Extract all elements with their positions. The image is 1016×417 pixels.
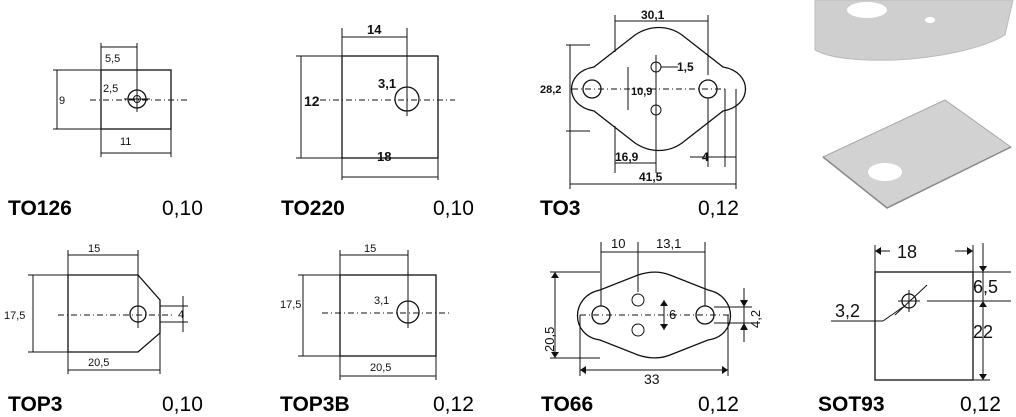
sot93-dim-top: 18	[897, 242, 917, 262]
to66-dim-center: 6	[669, 307, 676, 322]
package-name: SOT93	[818, 393, 885, 416]
to3-dim-width: 41,5	[639, 170, 663, 184]
to66-drawing: 10 13,1 20,5 6 4,2 33	[542, 236, 763, 387]
to3-dim-right: 4	[702, 150, 709, 164]
top3b-drawing: 3,1 15 17,5 20,5	[280, 243, 450, 380]
to220-dim-width: 18	[377, 149, 391, 164]
to66-dim-right: 4,2	[748, 310, 763, 328]
package-value: 0,12	[698, 197, 739, 220]
top3b-dim-width: 20,5	[370, 362, 391, 374]
to3-dim-bottom-inner: 16,9	[615, 150, 639, 164]
package-value: 0,10	[162, 393, 203, 416]
to126-dim-height: 9	[59, 95, 65, 107]
top3b-dim-top: 15	[364, 243, 376, 255]
to3-dim-small-hole: 1,5	[677, 60, 694, 74]
to3-drawing: 30,1 1,5 28,2 10,9 16,9 4 41,5	[540, 8, 747, 189]
sot93-dim-height: 22	[973, 322, 993, 342]
sot93-dim-hole: 3,2	[835, 301, 860, 321]
package-value: 0,10	[433, 197, 474, 220]
package-name: TOP3B	[280, 393, 350, 416]
sot93-drawing: 18 6,5 22 3,2	[831, 242, 1011, 381]
package-value: 0,12	[698, 393, 739, 416]
top3b-dim-height: 17,5	[280, 299, 301, 311]
to3-dim-center: 10,9	[631, 86, 652, 98]
to126-drawing: 5,5 2,5 9 11	[53, 43, 188, 157]
package-value: 0,12	[960, 393, 1001, 416]
to126-dim-width: 11	[120, 136, 131, 148]
sot93-dim-right: 6,5	[973, 277, 998, 297]
package-name: TO126	[8, 197, 72, 220]
to126-dim-hole: 2,5	[103, 83, 118, 95]
package-value: 0,10	[162, 197, 203, 220]
to220-drawing: 3,1 14 12 18	[296, 22, 455, 180]
insulator-photo-bottom	[815, 95, 1016, 220]
top3-dim-height: 17,5	[4, 310, 25, 322]
to220-dim-height: 12	[304, 93, 320, 109]
top3-dim-width: 20,5	[88, 357, 109, 369]
to220-dim-hole: 3,1	[378, 76, 396, 91]
package-value: 0,12	[433, 393, 474, 416]
package-name: TO66	[541, 393, 594, 416]
to3-dim-height: 28,2	[540, 84, 561, 96]
to126-dim-top: 5,5	[105, 53, 120, 65]
insulator-photo-top	[805, 0, 1016, 75]
to66-dim-height: 20,5	[542, 327, 557, 352]
to220-dim-top: 14	[367, 22, 382, 37]
to66-dim-width: 33	[644, 371, 660, 387]
top3-dim-top: 15	[88, 243, 100, 255]
package-name: TOP3	[8, 393, 63, 416]
package-name: TO3	[540, 197, 581, 220]
top3-drawing: 15 17,5 4 20,5	[4, 243, 188, 374]
package-name: TO220	[281, 197, 345, 220]
to66-dim-top-left: 10	[611, 236, 625, 251]
top3b-dim-hole: 3,1	[374, 295, 389, 307]
to66-dim-top-right: 13,1	[656, 236, 681, 251]
to3-dim-top: 30,1	[641, 8, 665, 22]
top3-dim-right: 4	[178, 309, 184, 321]
